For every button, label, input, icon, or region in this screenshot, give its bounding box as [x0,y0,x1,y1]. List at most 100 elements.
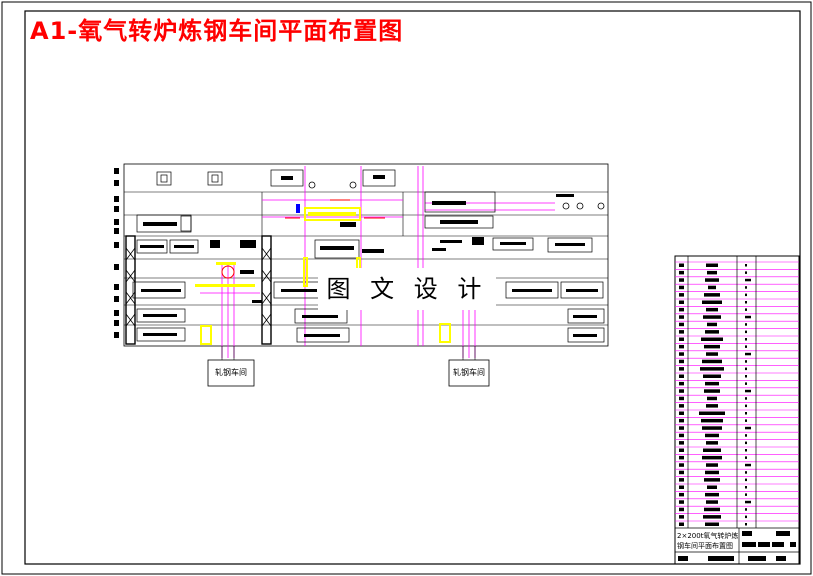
parts-row-index [679,404,684,408]
parts-row-qty [745,523,747,526]
parts-row-index [679,270,684,275]
parts-row-qty [745,493,747,496]
left-column-stack [114,168,272,345]
parts-row-index [679,337,684,341]
parts-row-index [679,470,684,475]
parts-row-qty [745,315,751,319]
parts-row-qty [745,330,747,334]
parts-row-qty [745,360,747,363]
parts-row-qty [745,486,747,489]
parts-row-name [706,352,718,356]
parts-row-qty [745,419,747,422]
parts-row-name [704,507,720,512]
parts-row-qty [745,508,747,511]
drawing-name-line2: 钢车间平面布置图 [677,542,733,550]
parts-row-name [707,270,717,275]
parts-row-name [703,374,721,378]
parts-row-index [679,463,684,467]
parts-row-qty [745,478,747,482]
parts-row-qty [745,434,747,437]
parts-row-name [703,448,721,452]
parts-row-qty [745,441,747,445]
parts-row-name [705,381,719,386]
parts-row-index [679,307,684,312]
parts-row-index [679,396,684,401]
parts-row-index [679,441,684,445]
mill-tracks [221,346,476,360]
parts-row-index [679,322,684,327]
parts-row-qty [745,500,751,504]
parts-row-index [679,344,684,349]
parts-row-qty [745,286,747,289]
column-lines [200,166,555,358]
parts-row-qty [745,278,751,282]
title-block [674,255,800,565]
parts-row-qty [745,264,747,267]
parts-row-qty [745,389,751,393]
parts-row-index [679,426,684,430]
parts-row-name [702,300,722,304]
drawing-name-line1: 2×200t氧气转炉炼 [677,532,739,540]
parts-row-name [708,285,716,290]
parts-row-name [705,330,719,334]
parts-row-name [707,485,717,489]
parts-row-name [701,418,723,423]
parts-row-qty [745,308,747,311]
parts-row-qty [745,515,747,519]
parts-row-index [679,315,684,319]
parts-row-index [679,300,684,304]
parts-row-index [679,485,684,489]
plan-outline [123,163,609,347]
rolling-mill-label-2: 轧钢车间 [453,368,485,377]
parts-row-index [679,478,684,482]
parts-row-index [679,285,684,290]
drawing-title: A1-氧气转炉炼钢车间平面布置图 [30,17,404,45]
parts-row-name [706,463,718,467]
parts-row-name [703,315,721,319]
parts-row-name [705,522,719,526]
parts-row-name [703,515,721,519]
parts-row-index [679,359,684,364]
parts-row-name [707,322,717,327]
parts-row-index [679,433,684,438]
parts-row-qty [745,449,747,452]
parts-row-index [679,367,684,371]
parts-row-qty [745,367,747,371]
parts-row-qty [745,412,747,415]
parts-row-name [701,337,723,341]
parts-row-name [706,263,718,267]
parts-table-entries [679,263,751,526]
parts-row-name [705,470,719,475]
rolling-mill-box-2 [448,359,490,387]
watermark-stamp: 图 文 设 计 [318,268,496,310]
parts-row-index [679,448,684,452]
parts-row-name [705,278,719,282]
parts-row-index [679,418,684,423]
crane-fills [195,212,356,287]
parts-row-name [704,478,720,482]
parts-row-index [679,515,684,519]
parts-row-name [706,307,718,312]
parts-row-qty [745,301,747,304]
parts-row-index [679,411,684,415]
parts-row-qty [745,323,747,326]
parts-row-index [679,352,684,356]
parts-row-qty [745,471,747,474]
parts-row-index [679,330,684,334]
inner-frame [24,10,801,565]
parts-row-qty [745,345,747,348]
parts-row-qty [745,397,747,400]
parts-row-index [679,381,684,386]
parts-row-qty [745,338,747,341]
equipment-boxes [132,169,605,343]
parts-row-name [706,404,718,408]
parts-row-name [706,500,718,504]
red-markers [221,199,385,279]
parts-row-qty [745,382,747,385]
parts-row-qty [745,426,751,430]
parts-row-qty [745,293,747,297]
parts-row-qty [745,404,747,408]
parts-row-name [704,389,720,393]
